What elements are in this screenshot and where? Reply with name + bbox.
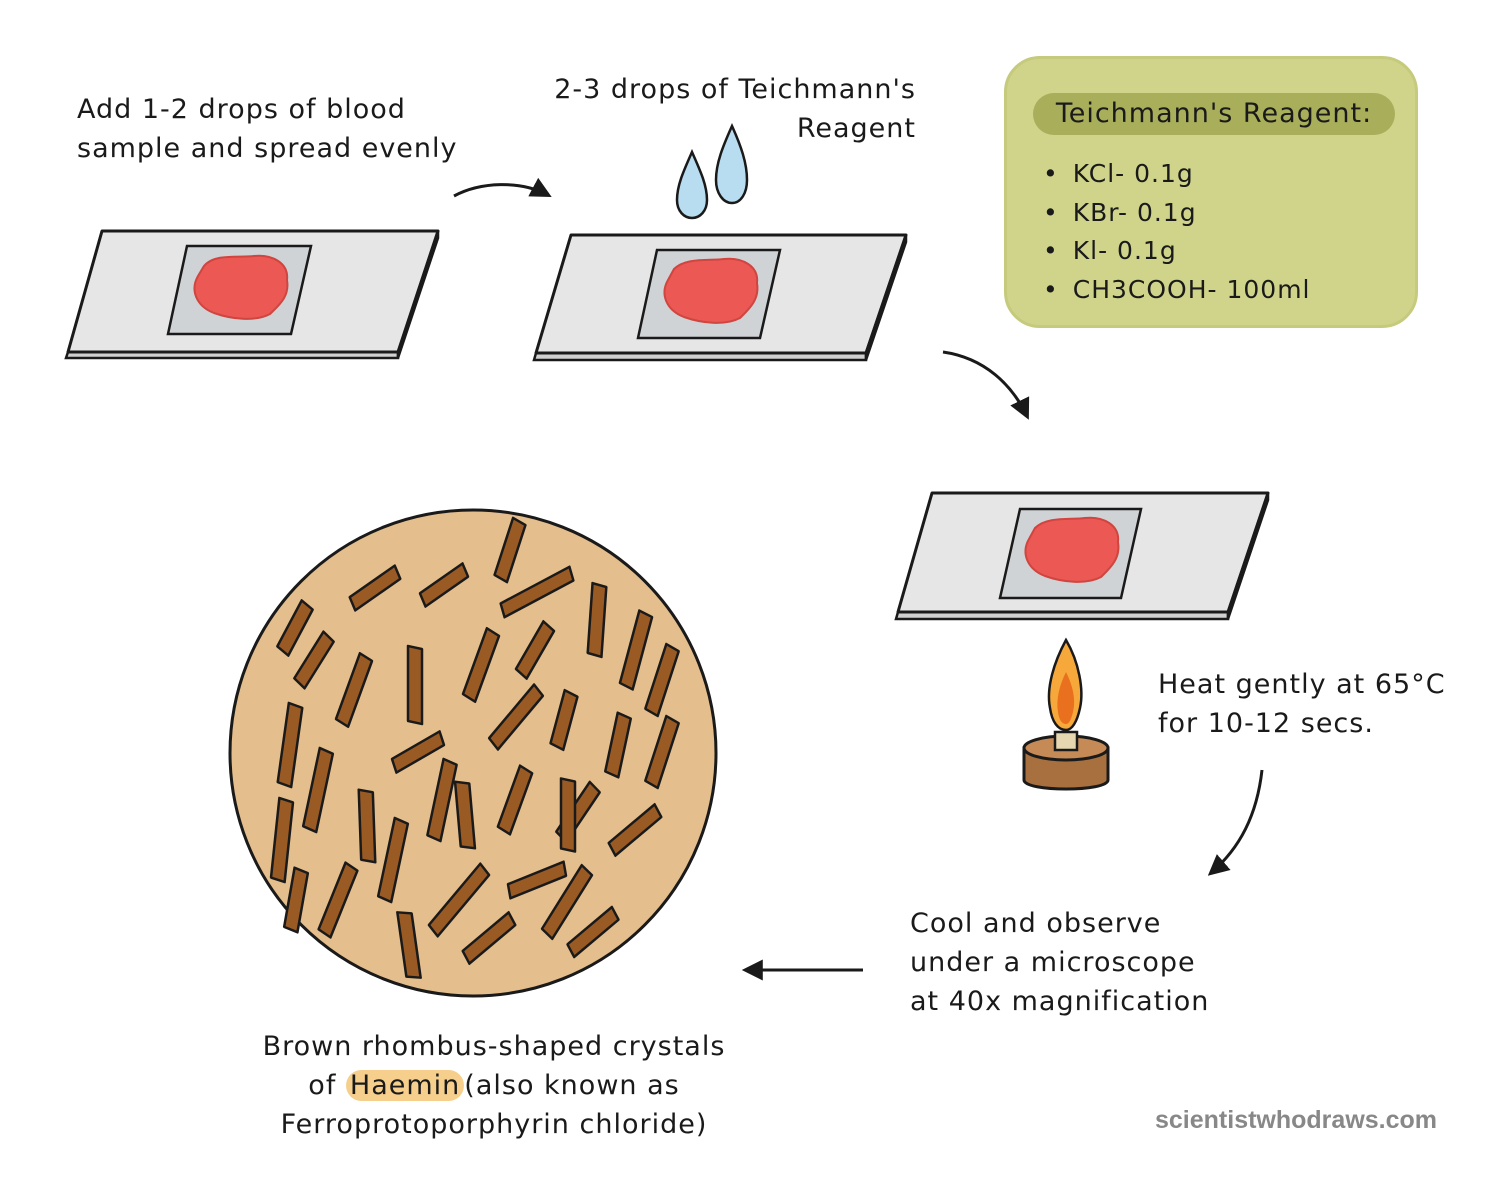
haemin-crystal [282, 866, 310, 934]
haemin-crystal [540, 863, 594, 941]
haemin-crystal [506, 860, 568, 900]
haemin-crystal [618, 609, 654, 691]
haemin-crystal [549, 688, 579, 752]
reagent-item: CH3COOH- 100ml [1043, 271, 1311, 310]
haemin-crystal [390, 730, 446, 774]
haemin-crystal [644, 642, 680, 718]
haemin-crystal [269, 796, 295, 884]
haemin-crystal [453, 780, 477, 850]
watermark: scientistwhodraws.com [1155, 1106, 1438, 1134]
haemin-crystal [499, 565, 575, 619]
reagent-drop-1 [675, 148, 709, 220]
haemin-highlight: Haemin [345, 1070, 465, 1101]
haemin-crystal [348, 564, 402, 612]
haemin-crystal [317, 861, 359, 939]
haemin-crystal [426, 757, 458, 843]
haemin-crystal [418, 562, 470, 608]
haemin-crystal [586, 581, 608, 659]
microscope-field [228, 508, 718, 998]
haemin-crystal [301, 746, 335, 834]
slide-3 [894, 491, 1270, 621]
blood-smear-3 [1024, 516, 1120, 583]
haemin-crystal [293, 630, 335, 690]
haemin-crystal [487, 683, 545, 751]
reagent-box: Teichmann's Reagent: KCl- 0.1g KBr- 0.1g… [1004, 56, 1418, 328]
step1-label: Add 1-2 drops of blood sample and spread… [77, 94, 458, 164]
step2-label: 2-3 drops of Teichmann's Reagent [554, 74, 916, 144]
haemin-crystal [514, 620, 556, 680]
haemin-crystal [566, 905, 620, 959]
spirit-lamp [1022, 637, 1110, 791]
result-label: Brown rhombus-shaped crystals of Haemin(… [262, 1031, 726, 1140]
haemin-crystal [496, 764, 534, 836]
reagent-item: Kl- 0.1g [1043, 232, 1311, 271]
haemin-crystal [334, 651, 374, 729]
haemin-crystal [607, 803, 663, 857]
haemin-crystal [406, 644, 424, 726]
slide-1 [64, 229, 440, 360]
haemin-crystal [276, 701, 304, 789]
reagent-title: Teichmann's Reagent: [1033, 93, 1395, 135]
step4-label: Cool and observe under a microscope at 4… [910, 908, 1210, 1017]
haemin-crystal [644, 714, 680, 790]
haemin-crystals [269, 516, 680, 979]
haemin-crystal [276, 599, 314, 657]
slide-2 [532, 122, 908, 362]
reagent-item: KCl- 0.1g [1043, 155, 1311, 194]
haemin-crystal [396, 911, 422, 979]
haemin-crystal [559, 777, 577, 853]
blood-smear-1 [193, 254, 289, 320]
haemin-crystal [461, 626, 501, 704]
haemin-crystal [376, 816, 410, 904]
reagent-drop-2 [714, 122, 749, 205]
arrow-step2-to-step3 [942, 350, 1030, 420]
reagent-item: KBr- 0.1g [1043, 194, 1311, 233]
haemin-crystal [461, 911, 517, 965]
blood-smear-2 [663, 257, 759, 324]
arrow-step3-to-step4 [1207, 769, 1264, 876]
haemin-crystal [357, 788, 377, 864]
step3-label: Heat gently at 65°C for 10-12 secs. [1158, 669, 1446, 739]
reagent-list: KCl- 0.1g KBr- 0.1g Kl- 0.1g CH3COOH- 10… [1043, 155, 1311, 309]
arrow-step1-to-step2 [453, 177, 552, 198]
haemin-crystal [493, 516, 527, 584]
haemin-crystal [604, 711, 632, 779]
haemin-crystal [427, 862, 491, 938]
